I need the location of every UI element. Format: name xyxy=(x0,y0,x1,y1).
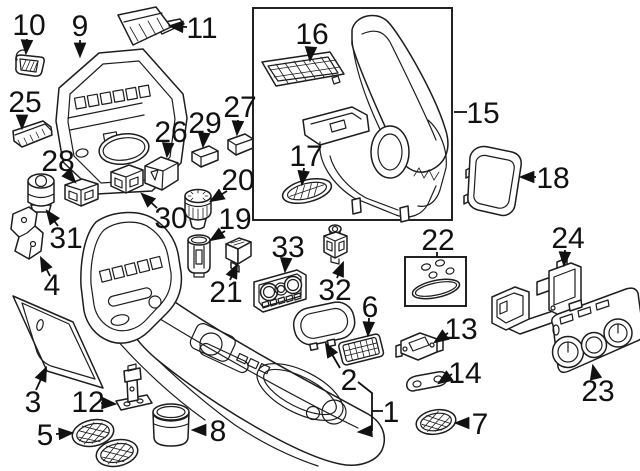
part-30-switch xyxy=(110,164,144,194)
callout-label-1: 1 xyxy=(383,396,400,429)
part-22-gasket-kit-box xyxy=(404,256,467,307)
callout-label-19: 19 xyxy=(218,203,251,236)
leader-13 xyxy=(433,329,450,344)
leader-4 xyxy=(39,255,53,277)
callout-label-28: 28 xyxy=(41,145,74,178)
callout-label-16: 16 xyxy=(295,18,328,51)
leader-5 xyxy=(55,427,75,441)
leader-29 xyxy=(197,132,211,149)
callout-label-3: 3 xyxy=(25,386,42,419)
leader-20 xyxy=(208,188,228,203)
leader-16 xyxy=(304,46,318,63)
part-16-grate xyxy=(261,51,345,87)
leader-33 xyxy=(279,257,293,274)
part-3-side-trim-panel xyxy=(12,295,104,389)
part-28-switch xyxy=(64,178,99,207)
leader-30 xyxy=(140,192,158,209)
part-15-armrest-box xyxy=(252,7,453,221)
part-27-blank-cover xyxy=(227,133,254,156)
leader-6 xyxy=(362,317,376,338)
callout-leaders xyxy=(15,20,603,441)
part-8-ashtray-cup xyxy=(152,403,190,447)
callout-labels: 1 2 3 4 5 6 7 8 9 10 11 12 13 14 15 16 1… xyxy=(8,9,614,452)
part-26-hazard-switch xyxy=(144,156,179,191)
leader-14 xyxy=(437,370,454,385)
leader-11 xyxy=(167,20,188,34)
callout-label-9: 9 xyxy=(72,10,89,43)
part-15-armrest-assembly xyxy=(302,14,449,223)
leader-17 xyxy=(297,167,310,187)
callout-label-6: 6 xyxy=(362,291,379,324)
part-29-blank-cover xyxy=(191,145,219,168)
callout-label-21: 21 xyxy=(209,276,242,309)
callout-label-23: 23 xyxy=(581,375,614,408)
callout-label-30: 30 xyxy=(154,202,187,235)
part-33-heater-trim-plate xyxy=(253,269,307,313)
part-6-rubber-mat xyxy=(338,333,385,366)
leader-31 xyxy=(45,209,60,227)
part-23-climate-control xyxy=(551,287,640,374)
callout-label-4: 4 xyxy=(44,269,61,302)
callout-label-27: 27 xyxy=(223,91,256,124)
part-19-socket xyxy=(187,234,211,278)
callout-label-15: 15 xyxy=(466,97,499,130)
callout-label-22: 22 xyxy=(421,224,454,257)
leader-2 xyxy=(324,341,341,369)
part-18-console-pad xyxy=(463,145,522,217)
callout-label-11: 11 xyxy=(186,12,217,45)
callout-label-14: 14 xyxy=(448,357,481,390)
callout-label-5: 5 xyxy=(37,419,54,452)
part-17-oval-grate xyxy=(281,177,333,205)
part-20-lighter-knob xyxy=(184,188,212,230)
callout-label-25: 25 xyxy=(8,86,41,119)
callout-label-31: 31 xyxy=(49,222,82,255)
callout-label-13: 13 xyxy=(444,313,477,346)
leader-3 xyxy=(34,365,47,391)
leader-10 xyxy=(20,38,34,56)
leader-27 xyxy=(231,119,245,137)
callout-label-29: 29 xyxy=(188,107,221,140)
part-9-center-bezel xyxy=(55,48,188,195)
part-12-mount-bracket xyxy=(115,363,153,411)
part-10-clip xyxy=(15,49,45,77)
callout-label-10: 10 xyxy=(12,9,45,42)
leader-23 xyxy=(589,363,603,381)
leader-1 xyxy=(357,381,373,431)
leader-19 xyxy=(209,227,226,242)
callout-label-33: 33 xyxy=(271,231,304,264)
leader-28 xyxy=(61,167,77,184)
part-25-rocker-switch xyxy=(12,120,53,148)
callout-label-24: 24 xyxy=(551,222,584,255)
part-5-mat-pair xyxy=(71,418,139,468)
part-13-bracket xyxy=(395,332,444,361)
leader-21 xyxy=(225,262,238,281)
callout-label-26: 26 xyxy=(154,116,187,149)
callout-label-18: 18 xyxy=(536,162,569,195)
leader-1-arrow xyxy=(356,424,373,438)
leader-26 xyxy=(161,142,175,159)
callout-label-20: 20 xyxy=(221,164,254,197)
part-4-bracket xyxy=(10,206,44,260)
callout-label-32: 32 xyxy=(318,274,351,307)
callout-label-2: 2 xyxy=(341,364,358,397)
leader-24 xyxy=(558,249,572,268)
leader-12 xyxy=(100,396,118,410)
callout-label-12: 12 xyxy=(71,386,104,419)
part-1-console-front-tray xyxy=(80,211,183,344)
part-7-mesh-oval xyxy=(415,408,457,436)
callout-label-17: 17 xyxy=(289,140,322,173)
callout-label-7: 7 xyxy=(472,408,489,441)
part-1-console-body xyxy=(83,287,386,467)
leader-32 xyxy=(332,260,344,279)
part-32-switch xyxy=(323,224,348,265)
callout-label-8: 8 xyxy=(210,415,227,448)
part-21-switch xyxy=(225,237,252,273)
part-31-knob xyxy=(27,173,55,213)
